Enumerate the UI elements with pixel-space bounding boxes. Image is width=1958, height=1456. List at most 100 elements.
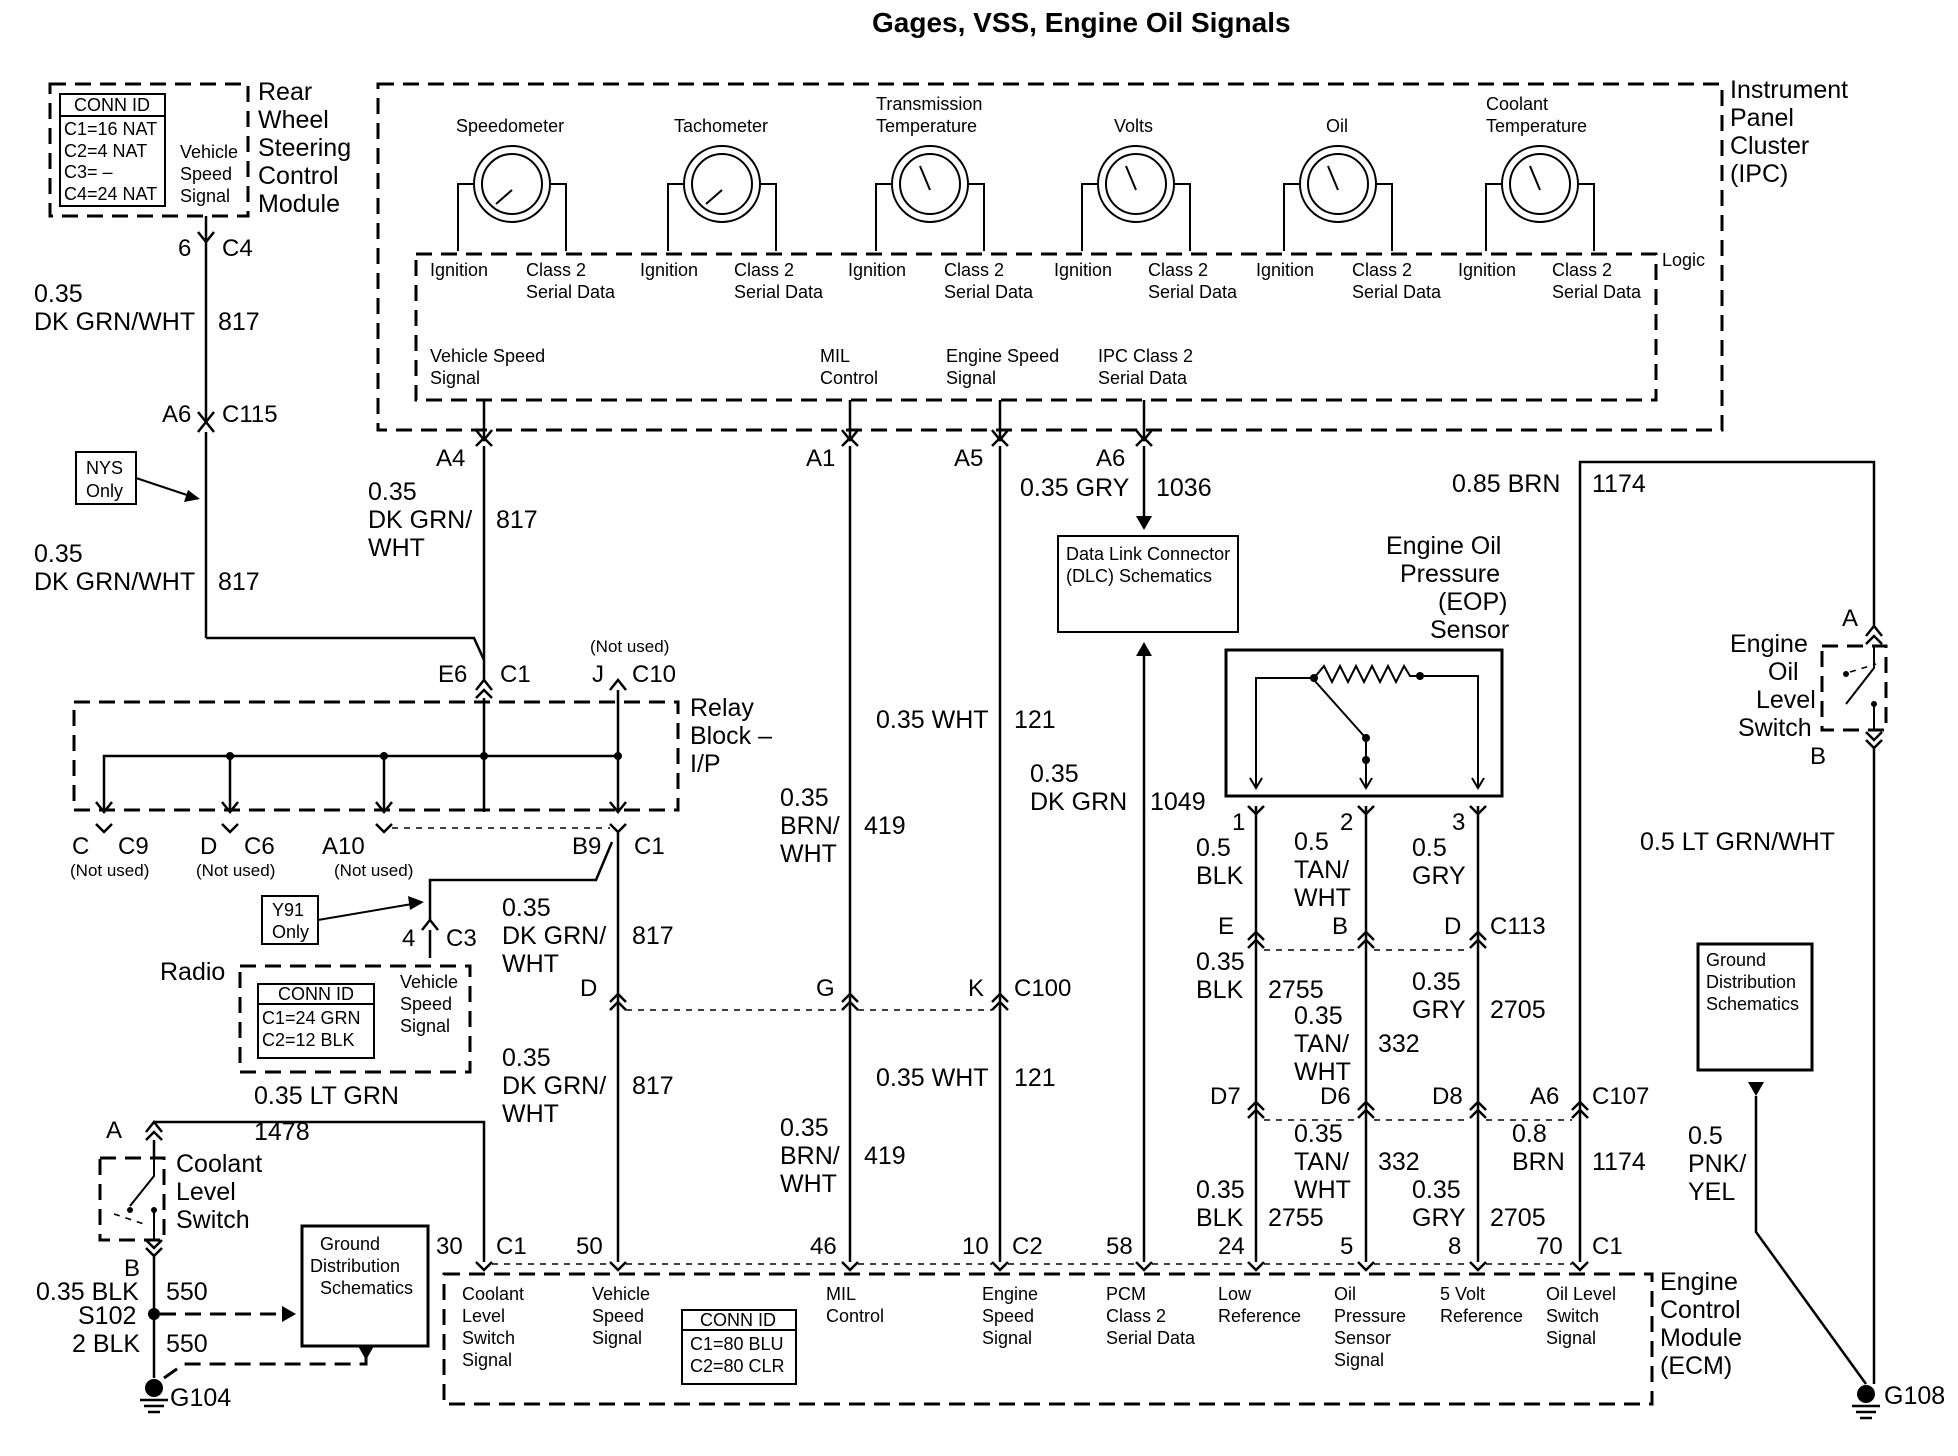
svg-text:D8: D8 bbox=[1432, 1083, 1463, 1110]
rwsm-name: Wheel bbox=[258, 106, 329, 134]
svg-text:D: D bbox=[580, 975, 597, 1002]
svg-text:Class 2: Class 2 bbox=[1552, 260, 1612, 280]
note-y91-only: Y91 Only bbox=[261, 895, 424, 945]
svg-text:Data Link Connector: Data Link Connector bbox=[1066, 544, 1230, 564]
wire-color: GRY bbox=[1412, 1204, 1466, 1232]
svg-text:D: D bbox=[1444, 913, 1461, 940]
svg-text:Class 2: Class 2 bbox=[734, 260, 794, 280]
wire-circuit: 332 bbox=[1378, 1148, 1420, 1176]
splice-label: S102 bbox=[78, 1302, 136, 1330]
eop-sensor: Engine Oil Pressure (EOP) Sensor bbox=[1224, 532, 1509, 798]
svg-text:Switch: Switch bbox=[462, 1328, 515, 1348]
wire-gauge: 0.35 bbox=[1030, 760, 1079, 788]
svg-text:Coolant: Coolant bbox=[176, 1150, 262, 1178]
diagram-title: Gages, VSS, Engine Oil Signals bbox=[872, 7, 1291, 38]
svg-text:(ECM): (ECM) bbox=[1660, 1352, 1732, 1380]
wire-circuit: 2705 bbox=[1490, 996, 1546, 1024]
svg-text:Ignition: Ignition bbox=[848, 260, 906, 280]
wire-gauge: 0.35 bbox=[780, 784, 829, 812]
svg-text:Signal: Signal bbox=[1546, 1328, 1596, 1348]
rwsm-conn-id-header: CONN ID bbox=[74, 95, 150, 115]
rwsm-conn-id: C3= – bbox=[64, 162, 113, 182]
ipc-pin-a6: A6 bbox=[1096, 400, 1153, 472]
svg-text:70: 70 bbox=[1536, 1233, 1563, 1260]
wire-gauge: 0.35 bbox=[1412, 968, 1461, 996]
svg-text:C3: C3 bbox=[446, 925, 477, 952]
svg-text:Class 2: Class 2 bbox=[1106, 1306, 1166, 1326]
wire-color: WHT bbox=[1294, 1176, 1351, 1204]
svg-text:Distribution: Distribution bbox=[1706, 972, 1796, 992]
svg-text:C1: C1 bbox=[500, 661, 531, 688]
connector-c100: D G K C100 bbox=[580, 975, 1071, 1011]
svg-text:Serial Data: Serial Data bbox=[1552, 282, 1642, 302]
connector-c4-symbol bbox=[197, 216, 215, 245]
wire-label: 0.85 BRN bbox=[1452, 470, 1560, 498]
splice-s102 bbox=[148, 1308, 160, 1320]
connector-label: C115 bbox=[222, 401, 278, 428]
rwsm-conn-id: C1=16 NAT bbox=[64, 119, 157, 139]
svg-text:Vehicle: Vehicle bbox=[400, 972, 458, 992]
svg-text:Control: Control bbox=[1660, 1296, 1741, 1324]
wire-gauge: 0.35 bbox=[1294, 1120, 1343, 1148]
wire-circuit: 1174 bbox=[1592, 1148, 1646, 1176]
svg-text:4: 4 bbox=[402, 925, 415, 952]
rwsm-module: CONN ID C1=16 NAT C2=4 NAT C3= – C4=24 N… bbox=[48, 78, 351, 218]
svg-text:C1=80 BLU: C1=80 BLU bbox=[690, 1334, 784, 1354]
svg-text:Ignition: Ignition bbox=[640, 260, 698, 280]
wire-circuit: 1174 bbox=[1592, 470, 1646, 498]
svg-text:30: 30 bbox=[436, 1233, 463, 1260]
rwsm-name: Rear bbox=[258, 78, 312, 106]
wire-gauge: 0.35 bbox=[34, 540, 83, 568]
wire-circuit: 419 bbox=[864, 812, 906, 840]
svg-text:Control: Control bbox=[826, 1306, 884, 1326]
wire-1174 bbox=[1578, 460, 1876, 1262]
wire-gauge: 0.35 bbox=[1294, 1002, 1343, 1030]
svg-text:46: 46 bbox=[810, 1233, 837, 1260]
svg-text:58: 58 bbox=[1106, 1233, 1133, 1260]
svg-text:(Not used): (Not used) bbox=[334, 861, 413, 880]
ipc-module: Instrument Panel Cluster (IPC) Logic Veh… bbox=[376, 76, 1848, 432]
ipc-signal-label: IPC Class 2 bbox=[1098, 346, 1193, 366]
svg-text:I/P: I/P bbox=[690, 750, 721, 778]
gauge-transmission-temperature: Transmission Temperature Ignition Class … bbox=[848, 94, 1034, 302]
wire-gauge: 0.5 bbox=[1412, 834, 1447, 862]
ground-g104: G104 bbox=[140, 1379, 231, 1414]
wire-gauge: 0.35 bbox=[502, 894, 551, 922]
wire-color: TAN/ bbox=[1294, 1030, 1349, 1058]
svg-text:C10: C10 bbox=[632, 661, 676, 688]
svg-text:B9: B9 bbox=[572, 833, 601, 860]
svg-text:Oil: Oil bbox=[1326, 116, 1348, 136]
svg-text:Coolant: Coolant bbox=[462, 1284, 524, 1304]
svg-text:Engine Oil: Engine Oil bbox=[1386, 532, 1501, 560]
svg-text:Signal: Signal bbox=[400, 1016, 450, 1036]
svg-text:1: 1 bbox=[1232, 809, 1245, 836]
svg-text:A1: A1 bbox=[806, 445, 835, 472]
svg-text:Low: Low bbox=[1218, 1284, 1252, 1304]
wire-circuit: 550 bbox=[166, 1278, 208, 1306]
svg-text:Engine: Engine bbox=[1730, 630, 1808, 658]
svg-text:B: B bbox=[1332, 913, 1348, 940]
svg-text:C107: C107 bbox=[1592, 1083, 1649, 1110]
svg-text:PCM: PCM bbox=[1106, 1284, 1146, 1304]
ipc-logic-label: Logic bbox=[1662, 250, 1705, 270]
svg-text:Engine: Engine bbox=[982, 1284, 1038, 1304]
svg-text:C100: C100 bbox=[1014, 975, 1071, 1002]
gauge-coolant-temperature: Coolant Temperature Ignition Class 2 Ser… bbox=[1458, 94, 1642, 302]
svg-text:(Not used): (Not used) bbox=[196, 861, 275, 880]
gauge-tachometer: Tachometer Ignition Class 2 Serial Data bbox=[640, 116, 824, 302]
svg-text:Coolant: Coolant bbox=[1486, 94, 1548, 114]
svg-text:50: 50 bbox=[576, 1233, 603, 1260]
wire-circuit: 2755 bbox=[1268, 976, 1324, 1004]
wire-label: 0.35 BLK bbox=[36, 1278, 139, 1306]
svg-text:Relay: Relay bbox=[690, 694, 754, 722]
svg-text:C2=80 CLR: C2=80 CLR bbox=[690, 1356, 785, 1376]
svg-text:B: B bbox=[124, 1255, 140, 1282]
wire-circuit: 817 bbox=[632, 922, 674, 950]
svg-text:G: G bbox=[816, 975, 835, 1002]
wire-color: WHT bbox=[780, 840, 837, 868]
svg-text:Pressure: Pressure bbox=[1334, 1306, 1406, 1326]
svg-text:Reference: Reference bbox=[1218, 1306, 1301, 1326]
svg-text:Ignition: Ignition bbox=[1256, 260, 1314, 280]
wire-color: WHT bbox=[502, 1100, 559, 1128]
svg-text:Oil: Oil bbox=[1334, 1284, 1356, 1304]
